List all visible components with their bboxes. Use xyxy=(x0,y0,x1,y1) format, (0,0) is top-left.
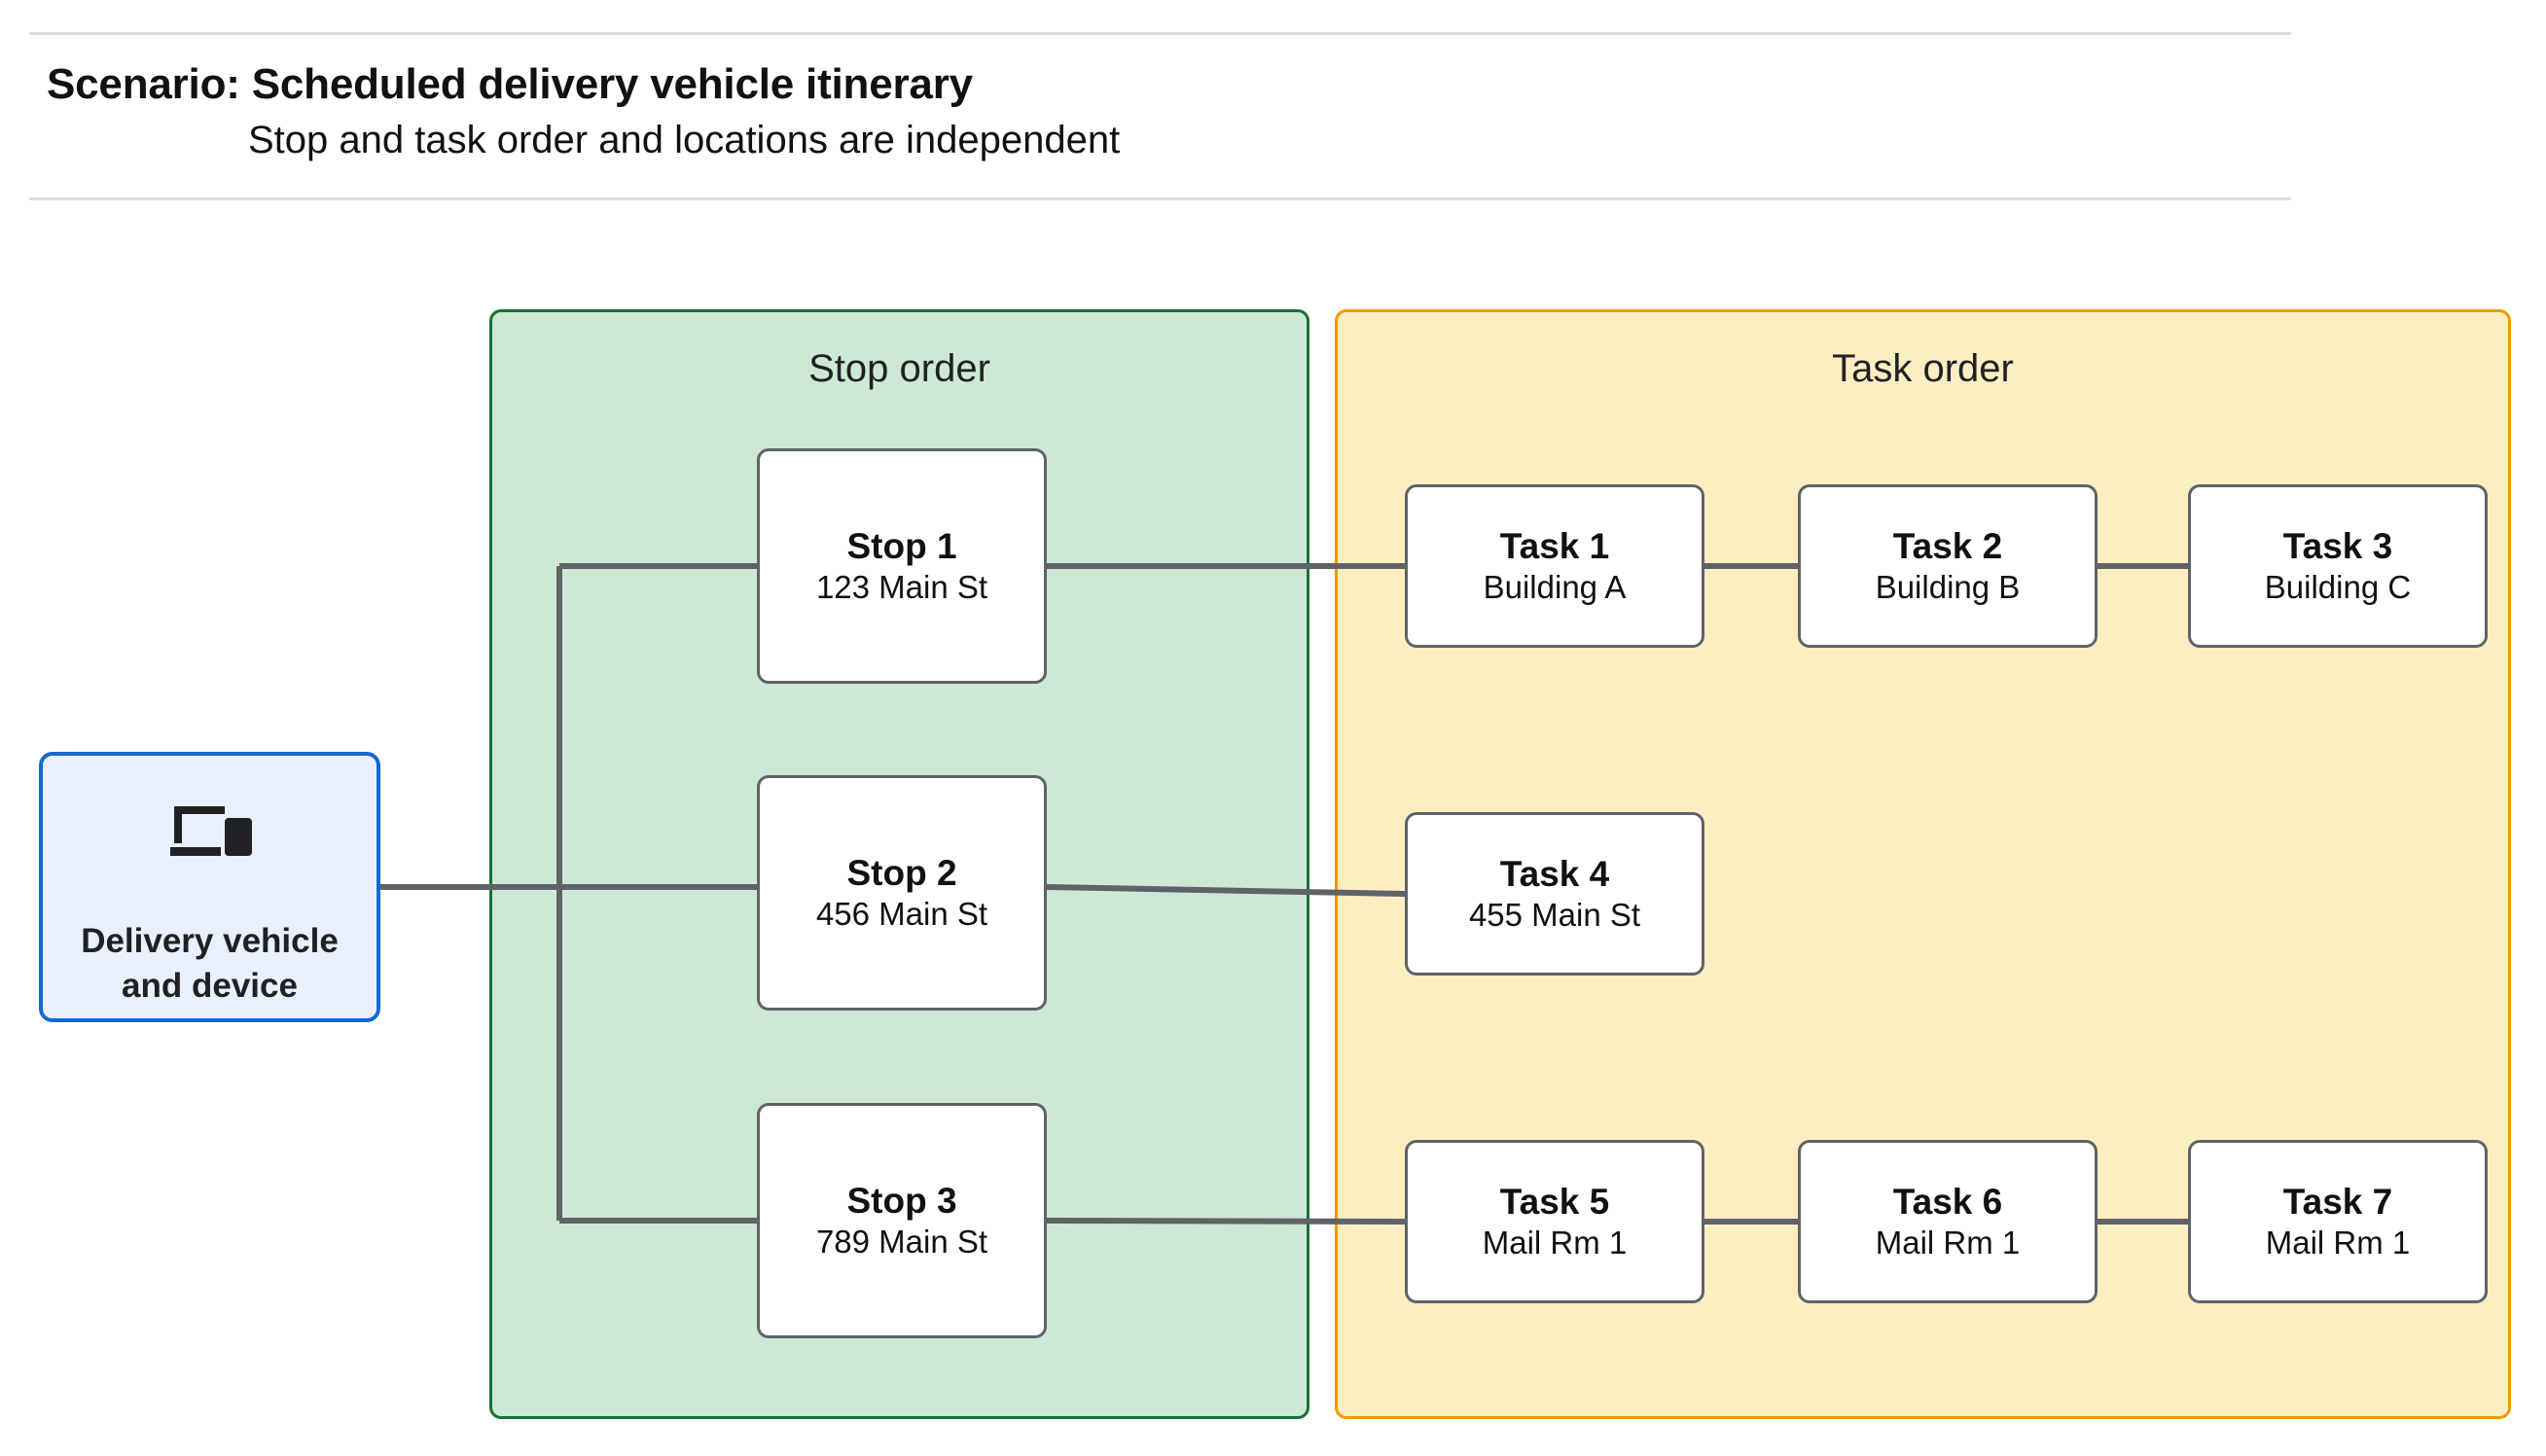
task-node-6-location: Mail Rm 1 xyxy=(1875,1225,2021,1261)
delivery-vehicle-label: Delivery vehicle and device xyxy=(81,922,339,1006)
task-node-1[interactable]: Task 1 Building A xyxy=(1405,484,1704,648)
stop-node-3-location: 789 Main St xyxy=(815,1224,988,1261)
wire-stop2-task4 xyxy=(1046,884,1406,897)
stop-node-2[interactable]: Stop 2 456 Main St xyxy=(757,775,1047,1011)
delivery-vehicle-node[interactable]: Delivery vehicle and device xyxy=(39,752,380,1022)
stop-node-3-name: Stop 3 xyxy=(846,1181,957,1222)
panel-stop-order-title: Stop order xyxy=(808,347,990,390)
stop-node-1-name: Stop 1 xyxy=(846,526,957,567)
page-title: Scenario: Scheduled delivery vehicle iti… xyxy=(47,60,973,108)
task-node-1-location: Building A xyxy=(1483,569,1627,606)
stop-node-1[interactable]: Stop 1 123 Main St xyxy=(757,448,1047,684)
stop-node-3[interactable]: Stop 3 789 Main St xyxy=(757,1103,1047,1338)
devices-icon xyxy=(169,806,252,856)
task-node-7-name: Task 7 xyxy=(2282,1182,2393,1223)
header-divider-top xyxy=(29,32,2291,35)
page-subtitle: Stop and task order and locations are in… xyxy=(248,119,1121,161)
task-node-7-location: Mail Rm 1 xyxy=(2265,1225,2411,1261)
stop-node-1-location: 123 Main St xyxy=(815,569,988,606)
header-divider-bottom xyxy=(29,197,2291,200)
header: Scenario: Scheduled delivery vehicle iti… xyxy=(0,0,2546,209)
task-node-4-location: 455 Main St xyxy=(1468,897,1641,934)
task-node-2[interactable]: Task 2 Building B xyxy=(1798,484,2098,648)
task-node-4[interactable]: Task 4 455 Main St xyxy=(1405,812,1704,976)
task-node-6-name: Task 6 xyxy=(1892,1182,2003,1223)
task-node-2-location: Building B xyxy=(1875,569,2021,606)
task-node-3-location: Building C xyxy=(2264,569,2412,606)
task-node-5[interactable]: Task 5 Mail Rm 1 xyxy=(1405,1140,1704,1303)
task-node-6[interactable]: Task 6 Mail Rm 1 xyxy=(1798,1140,2098,1303)
task-node-4-name: Task 4 xyxy=(1499,854,1610,895)
task-node-3-name: Task 3 xyxy=(2282,526,2393,567)
task-node-5-name: Task 5 xyxy=(1499,1182,1610,1223)
task-node-5-location: Mail Rm 1 xyxy=(1482,1225,1628,1261)
task-node-7[interactable]: Task 7 Mail Rm 1 xyxy=(2188,1140,2488,1303)
task-node-3[interactable]: Task 3 Building C xyxy=(2188,484,2488,648)
task-node-1-name: Task 1 xyxy=(1499,526,1610,567)
stop-node-2-location: 456 Main St xyxy=(815,896,988,933)
stop-node-2-name: Stop 2 xyxy=(846,853,957,894)
panel-task-order-title: Task order xyxy=(1832,347,2014,390)
wire-stop3-task5 xyxy=(1046,1218,1406,1225)
task-node-2-name: Task 2 xyxy=(1892,526,2003,567)
